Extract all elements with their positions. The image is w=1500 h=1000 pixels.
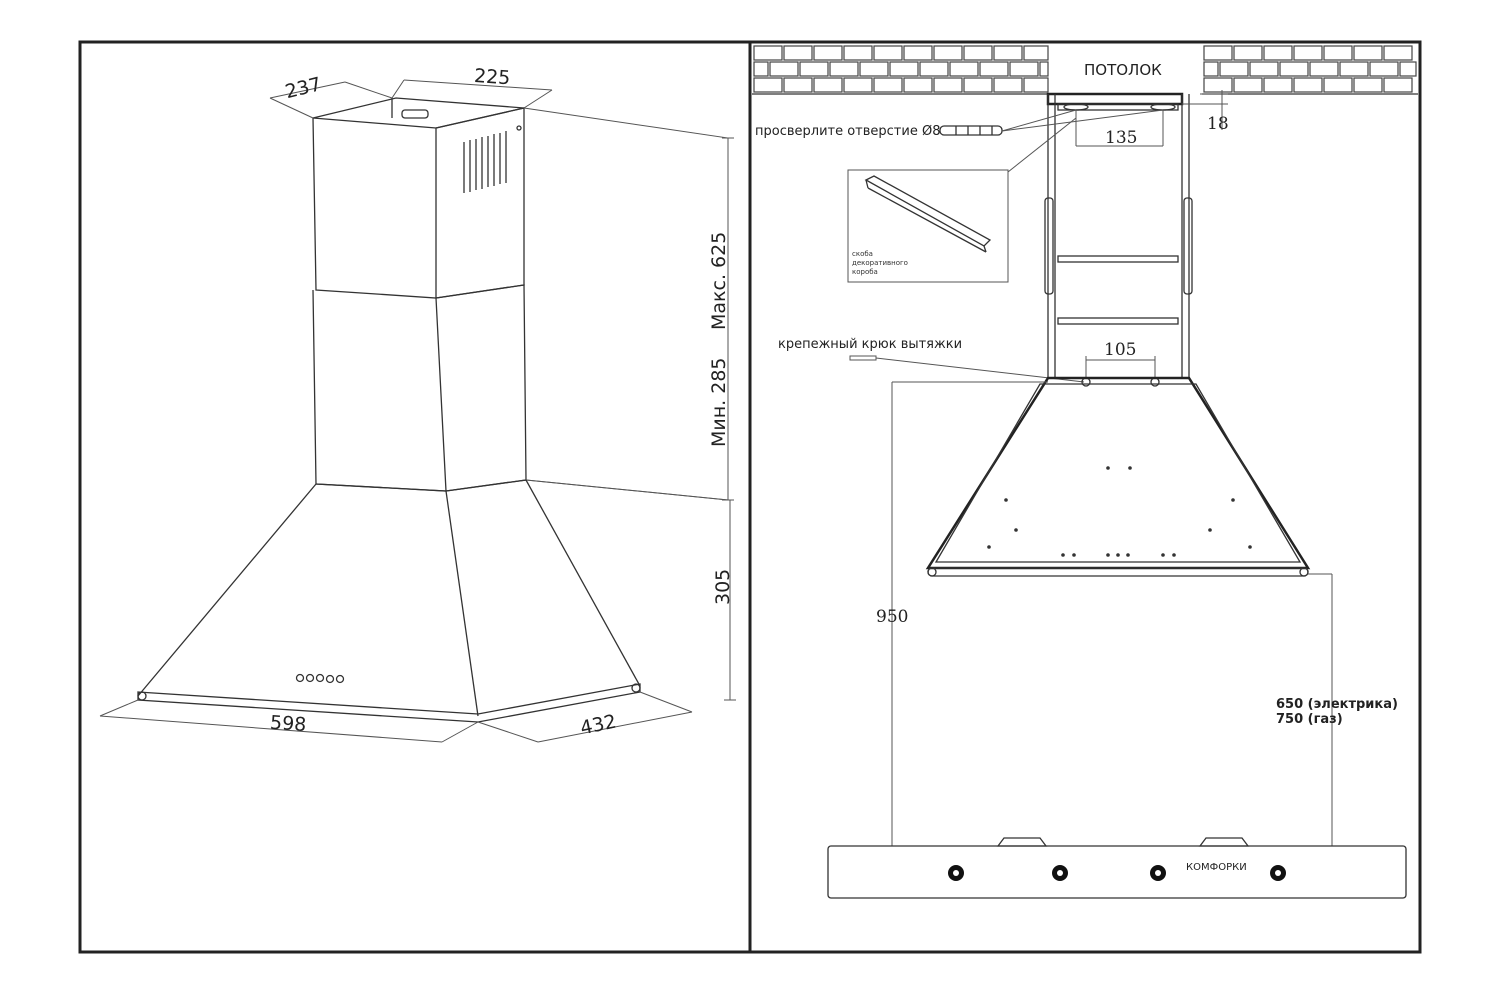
brick xyxy=(799,61,829,77)
dim-650-lines xyxy=(1308,573,1333,846)
dim-135-lines xyxy=(1075,110,1164,147)
stove-drawing xyxy=(827,837,1407,899)
brick xyxy=(979,61,1009,77)
brick xyxy=(993,45,1023,61)
brick xyxy=(1353,77,1383,93)
hook-icon xyxy=(849,355,877,361)
brick xyxy=(1353,45,1383,61)
dowel-icon xyxy=(939,125,1003,136)
brick xyxy=(1383,77,1413,93)
stove-knob-icons xyxy=(948,865,1286,881)
brick xyxy=(933,45,963,61)
brick xyxy=(1203,77,1233,93)
brick xyxy=(783,77,813,93)
dim-gas: 750 (газ) xyxy=(1276,712,1343,727)
control-buttons xyxy=(295,673,345,684)
brick xyxy=(1339,61,1369,77)
hook-label: крепежный крюк вытяжки xyxy=(778,337,962,352)
dim-height-max: Макс. 625 xyxy=(708,232,730,330)
brick xyxy=(873,45,903,61)
stove-label: КОМФОРКИ xyxy=(1186,862,1247,873)
brick xyxy=(1323,77,1353,93)
brick xyxy=(813,77,843,93)
brick xyxy=(1263,77,1293,93)
brick xyxy=(889,61,919,77)
chimney-top xyxy=(312,97,525,129)
brick xyxy=(753,45,783,61)
brick xyxy=(963,77,993,93)
bracket-detail-box xyxy=(847,169,1009,283)
brick xyxy=(1023,77,1049,93)
brick xyxy=(783,45,813,61)
brick xyxy=(1323,45,1353,61)
brick xyxy=(1203,61,1219,77)
brick xyxy=(1249,61,1279,77)
brick xyxy=(1293,77,1323,93)
bracket-caption-1: скоба xyxy=(852,250,873,258)
dim-chimney-width: 225 xyxy=(473,65,511,89)
brick xyxy=(919,61,949,77)
decorative-bracket-icon xyxy=(864,175,992,253)
brick xyxy=(873,77,903,93)
dim-electric: 650 (электрика) xyxy=(1276,697,1398,712)
left-dimension-lines xyxy=(99,79,736,743)
hood-front-edge xyxy=(137,683,641,723)
hood-isometric-drawing xyxy=(137,97,729,723)
brick xyxy=(963,45,993,61)
bracket-caption-3: короба xyxy=(852,268,878,276)
brick xyxy=(753,61,769,77)
dim-hood-height: 305 xyxy=(712,569,734,605)
brick xyxy=(1023,45,1049,61)
brick xyxy=(1309,61,1339,77)
brick xyxy=(949,61,979,77)
brick xyxy=(1293,45,1323,61)
dim-hood-width: 598 xyxy=(269,712,307,736)
dim-height-min: Мин. 285 xyxy=(708,357,730,447)
brick xyxy=(1219,61,1249,77)
brick xyxy=(843,77,873,93)
ceiling-label: ПОТОЛОК xyxy=(1084,61,1162,79)
brick xyxy=(1203,45,1233,61)
dim-bracket-holes: 135 xyxy=(1105,128,1137,148)
brick xyxy=(1039,61,1049,77)
brick xyxy=(933,77,963,93)
brick xyxy=(753,77,783,93)
brick xyxy=(1369,61,1399,77)
bracket-caption-2: декоративного xyxy=(852,259,908,267)
dim-105-lines xyxy=(1081,356,1160,387)
left-panel-frame xyxy=(78,40,752,954)
brick xyxy=(1263,45,1293,61)
brick xyxy=(843,45,873,61)
dim-offset: 18 xyxy=(1207,114,1229,134)
brick xyxy=(769,61,799,77)
brick xyxy=(813,45,843,61)
brick xyxy=(1399,61,1417,77)
hood-front-view xyxy=(925,376,1311,577)
chimney-vent-grille xyxy=(463,131,507,193)
dim-ceiling-to-stove: 950 xyxy=(876,607,908,627)
top-vent-slot xyxy=(401,109,429,119)
brick xyxy=(829,61,859,77)
brick xyxy=(903,45,933,61)
brick xyxy=(903,77,933,93)
dim-chimney-depth: 237 xyxy=(283,73,324,103)
dim-hook-spacing: 105 xyxy=(1104,340,1136,360)
brick xyxy=(1383,45,1413,61)
ceiling-bricks xyxy=(752,44,1418,95)
drill-label: просверлите отверстие Ø8 xyxy=(755,124,940,139)
brick xyxy=(1233,45,1263,61)
brick xyxy=(993,77,1023,93)
dim-950-lines xyxy=(891,381,1048,846)
brick xyxy=(1009,61,1039,77)
dim-hood-depth: 432 xyxy=(578,710,618,739)
right-panel-frame xyxy=(748,40,1422,954)
brick xyxy=(859,61,889,77)
brick xyxy=(1279,61,1309,77)
brick xyxy=(1233,77,1263,93)
